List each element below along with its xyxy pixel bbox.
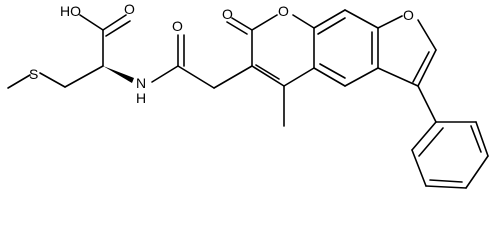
pyran-oxygen-label: O <box>278 3 289 19</box>
bond <box>7 74 31 89</box>
bond <box>470 125 482 153</box>
bond <box>226 21 248 35</box>
bond <box>465 155 489 189</box>
bond <box>475 121 489 157</box>
furan-oxygen-label: O <box>403 7 414 23</box>
bond-layer <box>7 9 489 189</box>
bond <box>418 127 444 157</box>
molecule-structure: HO O S N H O O O O <box>7 1 489 189</box>
bond <box>377 67 419 87</box>
bond <box>429 179 463 183</box>
bond <box>105 20 131 37</box>
bond <box>411 149 427 187</box>
bond <box>39 72 66 88</box>
atom-labels: HO O S N H O O O O <box>29 1 414 106</box>
lactone-carbonyl-oxygen-label: O <box>222 6 233 22</box>
bond <box>255 64 280 80</box>
bond <box>64 65 104 88</box>
bond <box>412 51 430 83</box>
amide-oxygen-label: O <box>172 18 183 34</box>
bond <box>417 49 437 87</box>
amide-hydrogen-label: H <box>136 90 146 106</box>
bond <box>411 121 437 151</box>
sulfur-label: S <box>29 66 38 82</box>
bond <box>79 14 104 31</box>
wedge-bond <box>103 66 134 83</box>
amide-nitrogen-label: N <box>136 75 146 91</box>
bond <box>417 85 437 123</box>
bond <box>317 17 346 35</box>
bond <box>292 14 315 29</box>
bond <box>377 15 403 29</box>
bond <box>151 65 179 83</box>
bond <box>344 9 379 29</box>
acid-carbonyl-oxygen-label: O <box>124 1 135 17</box>
bond <box>231 17 253 31</box>
bond <box>313 9 346 29</box>
bond <box>417 19 437 51</box>
bond <box>177 65 215 89</box>
bond <box>102 14 127 31</box>
bond <box>251 14 278 31</box>
bond <box>213 65 253 89</box>
bond <box>344 67 379 87</box>
bond <box>283 67 315 87</box>
bond <box>319 63 346 79</box>
bond <box>251 65 285 87</box>
bond <box>425 185 467 189</box>
hydroxyl-label: HO <box>60 3 81 19</box>
bond <box>313 67 346 87</box>
